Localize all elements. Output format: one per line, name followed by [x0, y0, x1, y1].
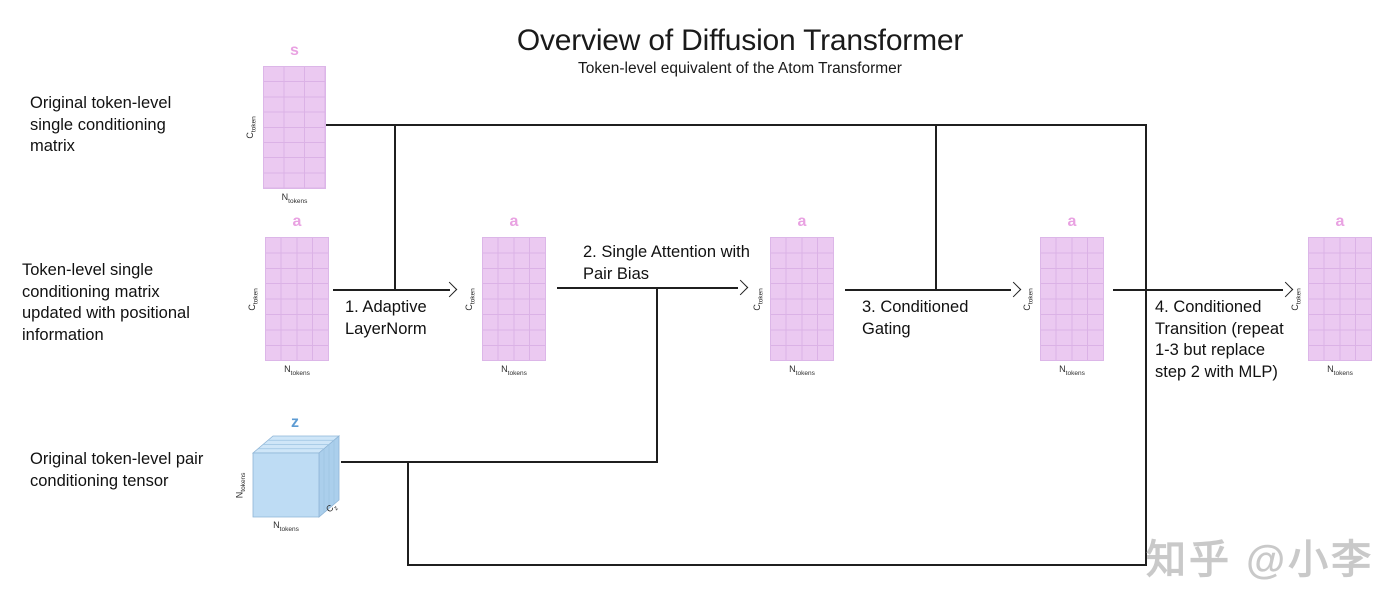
matrix-a-after-step2: a Ctoken Ntokens: [752, 213, 834, 377]
connector-s-to-step1: [394, 124, 396, 291]
matrix-a-grid: [770, 237, 834, 361]
matrix-s-grid: [263, 66, 326, 189]
arrowhead-step1-icon: [441, 281, 458, 298]
arrow-step4-line: [1113, 289, 1283, 291]
matrix-a-grid: [1040, 237, 1104, 361]
page-subtitle: Token-level equivalent of the Atom Trans…: [578, 60, 902, 77]
tensor-z: z Ntokens Ntokens Cz: [235, 414, 355, 544]
matrix-a-x-axis: Ntokens: [501, 364, 527, 377]
matrix-s-y-axis: Ctoken: [244, 116, 258, 139]
arrow-step2-line: [557, 287, 738, 289]
matrix-a-y-axis: Ctoken: [1289, 287, 1303, 311]
matrix-a-y-axis: Ctoken: [1021, 287, 1035, 311]
connector-bottom-bus: [407, 564, 1146, 566]
cube-icon: [251, 435, 341, 518]
arrow-step3-line: [845, 289, 1011, 291]
connector-right-vertical: [1145, 124, 1147, 566]
step4-label: 4. Conditioned Transition (repeat 1-3 bu…: [1155, 298, 1284, 381]
matrix-s-x-axis: Ntokens: [281, 192, 308, 205]
tensor-bottom-axis: Ntokens: [273, 520, 299, 533]
step3-label: 3. Conditioned Gating: [862, 298, 969, 338]
matrix-a-after-step3: a Ctoken Ntokens: [1022, 213, 1104, 377]
step2-label: 2. Single Attention with Pair Bias: [583, 243, 750, 283]
watermark: 知乎 @小李: [1146, 538, 1375, 582]
matrix-a-symbol: a: [1067, 213, 1077, 230]
tensor-z-symbol: z: [291, 414, 299, 431]
matrix-a-y-axis: Ctoken: [751, 287, 765, 311]
arrow-step1-line: [333, 289, 450, 291]
connector-z-down: [407, 461, 409, 566]
matrix-a-symbol: a: [509, 213, 519, 230]
matrix-a-x-axis: Ntokens: [1059, 364, 1085, 377]
matrix-a-x-axis: Ntokens: [284, 364, 310, 377]
matrix-a-output: a Ctoken Ntokens: [1290, 213, 1372, 377]
matrix-a-symbol: a: [292, 213, 302, 230]
matrix-a-grid: [265, 237, 329, 361]
matrix-a-y-axis: Ctoken: [463, 287, 477, 311]
matrix-a-x-axis: Ntokens: [1327, 364, 1353, 377]
matrix-s-symbol: s: [290, 42, 299, 59]
connector-z-to-step2: [656, 288, 658, 463]
matrix-a-after-step1: a Ctoken Ntokens: [464, 213, 546, 377]
label-pair-tensor: Original token-level pair conditioning t…: [30, 450, 204, 490]
connector-s-to-step3: [935, 124, 937, 291]
matrix-s: s Ctoken Ntokens: [245, 42, 326, 205]
tensor-left-axis: Ntokens: [234, 472, 248, 498]
matrix-a-grid: [482, 237, 546, 361]
matrix-a-grid: [1308, 237, 1372, 361]
matrix-a-symbol: a: [1335, 213, 1345, 230]
step1-label: 1. Adaptive LayerNorm: [345, 298, 427, 338]
matrix-a-input: a Ctoken Ntokens: [247, 213, 329, 377]
page-title: Overview of Diffusion Transformer: [516, 24, 964, 57]
matrix-a-x-axis: Ntokens: [789, 364, 815, 377]
matrix-a-symbol: a: [797, 213, 807, 230]
connector-s-bus: [325, 124, 1146, 126]
label-original-single-matrix: Original token-level single conditioning…: [30, 94, 172, 155]
connector-z-bus: [341, 461, 657, 463]
label-updated-single-matrix: Token-level single conditioning matrix u…: [22, 261, 190, 344]
matrix-a-y-axis: Ctoken: [246, 287, 260, 311]
